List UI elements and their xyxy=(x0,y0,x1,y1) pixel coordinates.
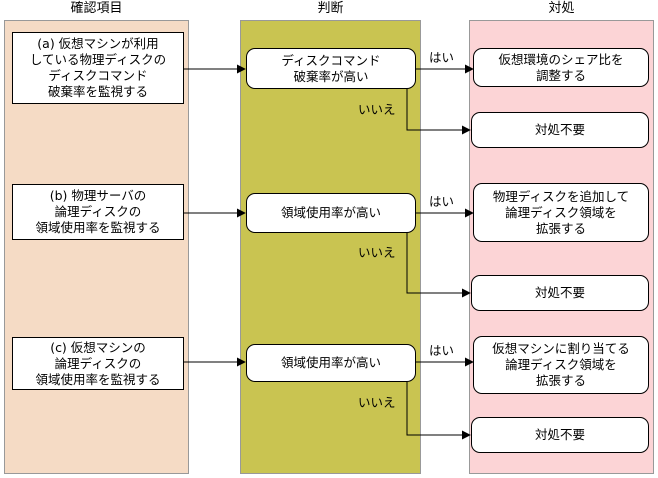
decision-box-a: ディスクコマンド 破棄率が高い xyxy=(246,48,416,89)
decision-box-b: 領域使用率が高い xyxy=(246,193,416,233)
check-box-c: (c) 仮想マシンの 論理ディスクの 領域使用率を監視する xyxy=(12,337,184,390)
check-box-b: (b) 物理サーバの 論理ディスクの 領域使用率を監視する xyxy=(12,184,184,240)
arrow-no-a xyxy=(406,89,471,135)
lane-actions xyxy=(469,20,654,474)
no-label-c: いいえ xyxy=(358,395,396,410)
no-label-b: いいえ xyxy=(358,245,396,260)
yes-label-c: はい xyxy=(429,343,455,358)
yes-action-box-b: 物理ディスクを追加して 論理ディスク領域を 拡張する xyxy=(473,183,649,242)
decision-box-c: 領域使用率が高い xyxy=(246,344,416,382)
arrow-no-c xyxy=(406,382,471,440)
yes-action-box-c: 仮想マシンに割り当てる 論理ディスク領域を 拡張する xyxy=(473,336,649,394)
yes-label-b: はい xyxy=(429,194,455,209)
lane-judgement xyxy=(240,20,421,474)
no-action-box-a: 対処不要 xyxy=(471,112,649,148)
check-box-a: (a) 仮想マシンが利用 している物理ディスクの ディスクコマンド 破棄率を監視… xyxy=(12,32,184,104)
column-title-judge: 判断 xyxy=(317,1,344,16)
column-title-action: 対処 xyxy=(548,1,575,16)
yes-action-box-a: 仮想環境のシェア比を 調整する xyxy=(473,48,649,87)
column-title-check: 確認項目 xyxy=(70,1,123,16)
no-action-box-b: 対処不要 xyxy=(471,275,649,311)
no-action-box-c: 対処不要 xyxy=(471,417,649,453)
no-label-a: いいえ xyxy=(358,102,396,117)
yes-label-a: はい xyxy=(429,50,455,65)
arrow-no-b xyxy=(406,233,471,298)
